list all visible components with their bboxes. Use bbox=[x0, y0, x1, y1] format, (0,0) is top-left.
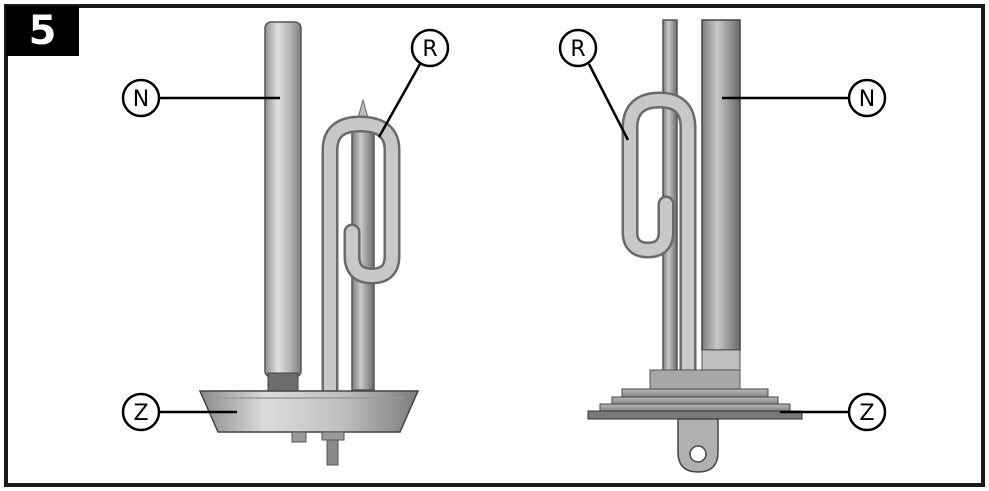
left-anode-collar bbox=[267, 372, 299, 394]
left-anode-rod bbox=[264, 21, 302, 378]
left-callout-r: R bbox=[377, 28, 450, 138]
right-anode-collar bbox=[701, 349, 741, 373]
left-tube-tip bbox=[357, 98, 369, 119]
right-label-n: N bbox=[859, 87, 875, 112]
right-tab-hole bbox=[689, 445, 707, 463]
left-flange-base bbox=[198, 390, 420, 433]
left-label-r: R bbox=[422, 37, 437, 62]
step-number-badge: 5 bbox=[6, 6, 79, 56]
left-bolt-b bbox=[321, 431, 345, 441]
left-label-z: Z bbox=[133, 401, 148, 426]
left-bolt-a bbox=[291, 431, 307, 443]
right-callout-r: R bbox=[558, 28, 630, 141]
right-heater-assembly bbox=[587, 19, 803, 473]
right-label-z: Z bbox=[859, 401, 874, 426]
right-label-r: R bbox=[570, 37, 585, 62]
right-callout-n: N bbox=[722, 78, 887, 118]
outer-frame bbox=[4, 4, 985, 487]
left-callout-n: N bbox=[121, 78, 280, 118]
left-heater-assembly bbox=[198, 21, 420, 466]
left-terminal-pin bbox=[326, 439, 339, 466]
right-flange-step-4 bbox=[587, 410, 803, 420]
left-callout-z: Z bbox=[121, 392, 237, 432]
left-label-n: N bbox=[133, 87, 149, 112]
right-anode-rod bbox=[701, 19, 741, 351]
right-heating-element bbox=[621, 91, 697, 381]
right-callout-z: Z bbox=[780, 392, 887, 432]
right-mount-block bbox=[649, 369, 741, 391]
